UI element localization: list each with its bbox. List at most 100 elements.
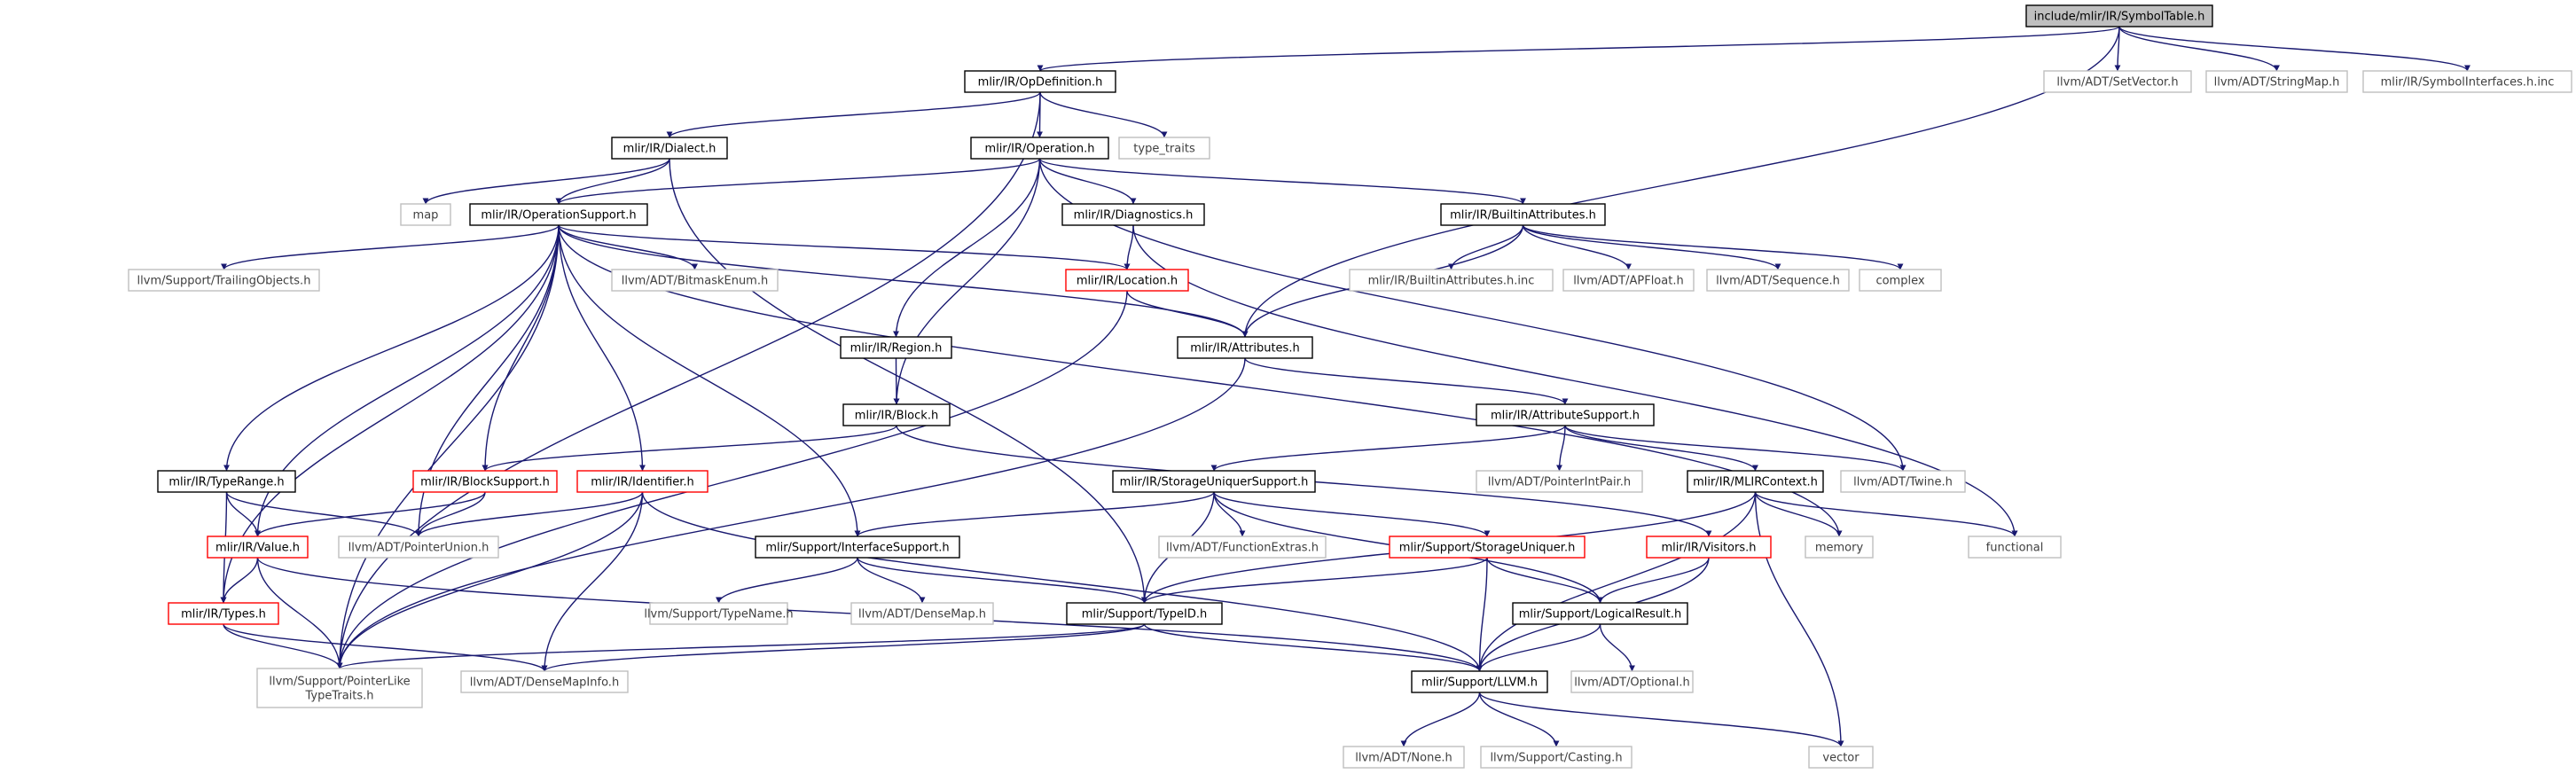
edge-operation-to-diagnostics — [1038, 158, 1137, 205]
node-typeid[interactable]: mlir/Support/TypeID.h — [1066, 602, 1223, 625]
node-identifier[interactable]: mlir/IR/Identifier.h — [576, 470, 709, 493]
node-box — [1512, 602, 1688, 625]
node-types[interactable]: mlir/IR/Types.h — [168, 602, 279, 625]
edge-operationsupport-to-location — [558, 224, 1131, 270]
node-label: llvm/ADT/DenseMapInfo.h — [470, 676, 619, 690]
node-box — [2043, 70, 2192, 93]
edge-path — [1564, 425, 1758, 472]
node-box — [2362, 70, 2572, 93]
edge-path — [2118, 26, 2280, 72]
node-label: mlir/IR/Types.h — [181, 608, 266, 622]
node-label: mlir/IR/Attributes.h — [1190, 342, 1299, 356]
node-label: mlir/Support/LogicalResult.h — [1519, 608, 1681, 622]
edge-symboltable-to-stringmap — [2118, 26, 2280, 72]
edge-path — [336, 224, 560, 669]
node-box — [1066, 602, 1223, 625]
node-location[interactable]: mlir/IR/Location.h — [1065, 269, 1189, 292]
node-box — [842, 403, 951, 426]
edge-types-to-densemapinfo — [223, 623, 548, 672]
edge-path — [1210, 425, 1566, 472]
node-region[interactable]: mlir/IR/Region.h — [840, 336, 952, 359]
edge-interfacesupport-to-typename — [716, 557, 858, 604]
node-mlircontext[interactable]: mlir/IR/MLIRContext.h — [1687, 470, 1824, 493]
node-label: llvm/ADT/SetVector.h — [2056, 76, 2178, 90]
node-label: mlir/IR/Block.h — [855, 410, 938, 423]
node-logicalresult[interactable]: mlir/Support/LogicalResult.h — [1512, 602, 1688, 625]
node-box — [1389, 536, 1586, 559]
node-blocksupport[interactable]: mlir/IR/BlockSupport.h — [412, 470, 558, 493]
edge-path — [1244, 357, 1569, 405]
node-label: llvm/Support/PointerLike — [269, 676, 410, 689]
node-builtinattributesinc: mlir/IR/BuiltinAttributes.h.inc — [1349, 269, 1554, 292]
node-box — [964, 70, 1116, 93]
edge-location-to-attributes — [1126, 290, 1249, 338]
node-value[interactable]: mlir/IR/Value.h — [207, 536, 309, 559]
node-box — [1646, 536, 1772, 559]
node-interfacesupport[interactable]: mlir/Support/InterfaceSupport.h — [755, 536, 960, 559]
edge-operation-to-block — [893, 158, 1041, 405]
edge-path — [541, 623, 1146, 672]
node-builtinattributes[interactable]: mlir/IR/BuiltinAttributes.h — [1440, 203, 1606, 226]
edge-attributesupport-to-storageuniquersupport — [1210, 425, 1566, 472]
edge-path — [541, 491, 644, 672]
edge-path — [1564, 425, 1907, 472]
edge-path — [1556, 425, 1566, 472]
node-diagnostics[interactable]: mlir/IR/Diagnostics.h — [1061, 203, 1205, 226]
edge-builtinattributes-to-sequence — [1522, 224, 1781, 270]
edge-identifier-to-pointerliketypetraits — [336, 491, 644, 669]
node-attributesupport[interactable]: mlir/IR/AttributeSupport.h — [1476, 403, 1655, 426]
node-typerange[interactable]: mlir/IR/TypeRange.h — [157, 470, 296, 493]
node-storageuniquersupport[interactable]: mlir/IR/StorageUniquerSupport.h — [1112, 470, 1316, 493]
node-label: mlir/Support/InterfaceSupport.h — [765, 542, 949, 555]
edge-path — [223, 224, 560, 472]
edge-identifier-to-llvm — [641, 491, 1483, 672]
edge-path — [482, 425, 897, 472]
node-symbolinterfaces: mlir/IR/SymbolInterfaces.h.inc — [2362, 70, 2572, 93]
node-visitors[interactable]: mlir/IR/Visitors.h — [1646, 536, 1772, 559]
node-opdefinition[interactable]: mlir/IR/OpDefinition.h — [964, 70, 1116, 93]
node-box — [1112, 470, 1316, 493]
node-dialect[interactable]: mlir/IR/Dialect.h — [611, 137, 728, 160]
edge-path — [555, 158, 1041, 205]
node-attributes[interactable]: mlir/IR/Attributes.h — [1177, 336, 1313, 359]
edge-visitors-to-logicalresult — [1597, 557, 1710, 604]
node-box — [1476, 470, 1643, 493]
edge-path — [225, 491, 261, 537]
edge-storageuniquersupport-to-functionextras — [1213, 491, 1246, 537]
node-label: mlir/IR/Location.h — [1077, 275, 1178, 288]
edge-typeid-to-densemapinfo — [541, 623, 1146, 672]
edge-path — [1476, 557, 1488, 672]
edge-builtinattributes-to-builtinattributesinc — [1448, 224, 1524, 270]
edge-path — [1478, 692, 1844, 747]
edge-types-to-pointerliketypetraits — [223, 623, 343, 669]
edge-path — [336, 290, 1128, 669]
edge-attributes-to-pointerliketypetraits — [336, 357, 1246, 669]
node-apfloat: llvm/ADT/APFloat.h — [1562, 269, 1695, 292]
node-operationsupport[interactable]: mlir/IR/OperationSupport.h — [469, 203, 648, 226]
node-box — [460, 670, 629, 693]
edge-interfacesupport-to-typeid — [857, 557, 1147, 604]
node-storageuniquer[interactable]: mlir/Support/StorageUniquer.h — [1389, 536, 1586, 559]
edge-llvm-to-none — [1400, 692, 1481, 747]
node-trailingobjects: llvm/Support/TrailingObjects.h — [128, 269, 320, 292]
node-llvm[interactable]: mlir/Support/LLVM.h — [1411, 670, 1548, 693]
node-box — [412, 470, 558, 493]
edge-attributesupport-to-mlircontext — [1564, 425, 1758, 472]
edge-operationsupport-to-pointerliketypetraits — [336, 224, 560, 669]
node-box — [755, 536, 960, 559]
edge-opdefinition-to-type_traits — [1039, 91, 1168, 138]
edge-path — [336, 491, 644, 669]
edge-typerange-to-pointerunion — [225, 491, 422, 537]
node-vector: vector — [1808, 746, 1874, 769]
node-box — [1158, 536, 1327, 559]
node-symboltable[interactable]: include/mlir/IR/SymbolTable.h — [2025, 4, 2213, 27]
node-operation[interactable]: mlir/IR/Operation.h — [970, 137, 1109, 160]
node-label: llvm/Support/TrailingObjects.h — [137, 275, 311, 288]
edge-mlircontext-to-functional — [1754, 491, 2018, 537]
edge-path — [482, 224, 560, 472]
node-box — [128, 269, 320, 292]
node-block[interactable]: mlir/IR/Block.h — [842, 403, 951, 426]
edge-llvm-to-vector — [1478, 692, 1844, 747]
node-label: complex — [1875, 275, 1924, 288]
node-label: mlir/IR/SymbolInterfaces.h.inc — [2381, 76, 2555, 90]
